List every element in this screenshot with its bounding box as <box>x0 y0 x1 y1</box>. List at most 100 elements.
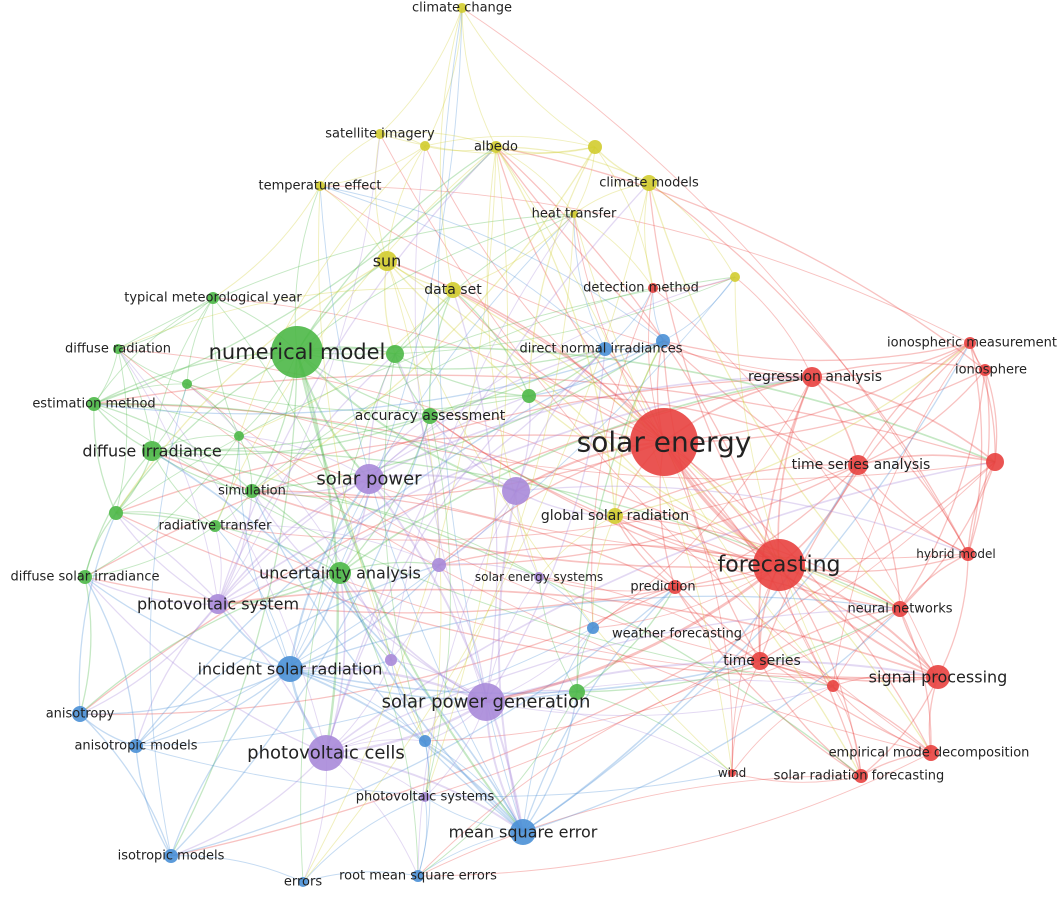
edge-solar-radiation-forecasting-solar-energy <box>663 441 862 777</box>
edge-climate-models-neural-networks <box>648 182 901 610</box>
node-anisotropic-models[interactable] <box>129 739 143 753</box>
node-detection-method[interactable] <box>648 283 658 293</box>
edge-time-series-analysis-purple-unlabeled-2 <box>438 464 859 566</box>
edge-green-unlabeled-4-photovoltaic-system <box>115 512 219 605</box>
node-weather-forecasting[interactable] <box>587 622 599 634</box>
node-regression-analysis[interactable] <box>802 367 822 387</box>
edge-incident-solar-radiation-green-unlabeled-3 <box>238 435 291 670</box>
node-forecasting[interactable] <box>753 539 805 591</box>
node-signal-processing[interactable] <box>926 665 950 689</box>
edge-isotropic-models-errors <box>170 855 304 883</box>
node-errors[interactable] <box>298 877 308 887</box>
node-hybrid-model[interactable] <box>961 547 975 561</box>
node-green-unlabeled-5[interactable] <box>522 389 536 403</box>
label-photovoltaic-system: photovoltaic system <box>137 595 299 614</box>
node-solar-energy-systems[interactable] <box>534 572 544 582</box>
node-isotropic-models[interactable] <box>164 849 178 863</box>
node-climate-change[interactable] <box>457 3 467 13</box>
edge-neural-networks-hybrid-model <box>899 553 969 610</box>
edge-uncertainty-analysis-accuracy-assessment <box>339 415 431 574</box>
node-red-unlabeled-1[interactable] <box>986 453 1004 471</box>
label-weather-forecasting: weather forecasting <box>612 627 742 642</box>
node-blue-unlabeled-2[interactable] <box>419 735 431 747</box>
label-albedo: albedo <box>474 140 518 155</box>
node-numerical-model[interactable] <box>271 326 323 378</box>
node-solar-energy[interactable] <box>630 408 698 476</box>
node-data-set[interactable] <box>445 282 461 298</box>
node-solar-radiation-forecasting[interactable] <box>854 769 868 783</box>
node-diffuse-radiation[interactable] <box>113 344 123 354</box>
edge-estimation-method-red-unlabeled-2 <box>93 403 834 687</box>
node-satellite-imagery[interactable] <box>375 129 385 139</box>
edge-solar-power-yellow-unlabeled-3 <box>368 276 736 480</box>
edge-hybrid-model-green-unlabeled-3 <box>238 435 969 560</box>
node-diffuse-solar-irradiance[interactable] <box>78 570 92 584</box>
edge-blue-unlabeled-1-estimation-method <box>93 340 664 415</box>
node-blue-unlabeled-1[interactable] <box>656 334 670 348</box>
node-yellow-unlabeled-3[interactable] <box>730 272 740 282</box>
node-root-mean-square-errors[interactable] <box>412 870 424 882</box>
node-purple-unlabeled-2[interactable] <box>432 558 446 572</box>
node-heat-transfer[interactable] <box>570 210 578 218</box>
node-climate-models[interactable] <box>641 175 657 191</box>
node-red-unlabeled-2[interactable] <box>827 680 839 692</box>
edge-green-unlabeled-5-green-unlabeled-1 <box>394 353 530 397</box>
edge-solar-radiation-forecasting-red-unlabeled-2 <box>832 685 862 777</box>
label-anisotropic-models: anisotropic models <box>74 739 197 754</box>
edge-photovoltaic-cells-diffuse-radiation <box>117 348 327 754</box>
node-empirical-mode-decomposition[interactable] <box>923 745 939 761</box>
edge-radiative-transfer-time-series-analysis <box>214 464 859 541</box>
node-mean-square-error[interactable] <box>510 819 536 845</box>
node-photovoltaic-system[interactable] <box>208 594 228 614</box>
node-uncertainty-analysis[interactable] <box>329 562 351 584</box>
edge-hybrid-model-red-unlabeled-1 <box>967 461 996 555</box>
node-diffuse-irradiance[interactable] <box>142 441 162 461</box>
node-photovoltaic-systems[interactable] <box>420 792 430 802</box>
node-direct-normal-irradiances[interactable] <box>598 342 612 356</box>
node-solar-power-generation[interactable] <box>467 683 505 721</box>
edge-mean-square-error-ionospheric-measurement <box>522 342 971 833</box>
node-solar-power[interactable] <box>354 464 384 494</box>
node-yellow-unlabeled-1[interactable] <box>588 140 602 154</box>
node-green-unlabeled-2[interactable] <box>182 379 192 389</box>
node-incident-solar-radiation[interactable] <box>277 656 303 682</box>
node-neural-networks[interactable] <box>892 601 908 617</box>
edge-numerical-model-photovoltaic-cells <box>295 351 339 754</box>
edge-direct-normal-irradiances-diffuse-irradiance <box>151 348 606 452</box>
node-purple-unlabeled-1[interactable] <box>502 477 530 505</box>
edge-forecasting-purple-unlabeled-2 <box>438 544 780 566</box>
label-simulation: simulation <box>218 484 286 499</box>
node-simulation[interactable] <box>245 484 259 498</box>
node-ionospheric-measurement[interactable] <box>964 337 976 349</box>
node-prediction[interactable] <box>668 580 682 594</box>
node-typical-meteorological-year[interactable] <box>207 292 219 304</box>
node-global-solar-radiation[interactable] <box>607 508 623 524</box>
node-green-unlabeled-6[interactable] <box>569 684 585 700</box>
node-accuracy-assessment[interactable] <box>422 408 438 424</box>
node-sun[interactable] <box>377 251 397 271</box>
node-yellow-unlabeled-2[interactable] <box>420 141 430 151</box>
node-albedo[interactable] <box>490 141 502 153</box>
node-time-series[interactable] <box>751 652 769 670</box>
node-ionosphere[interactable] <box>979 364 991 376</box>
edge-yellow-unlabeled-3-anisotropic-models <box>135 276 736 747</box>
edge-solar-power-green-unlabeled-3 <box>238 435 370 480</box>
node-green-unlabeled-3[interactable] <box>234 431 244 441</box>
edge-solar-radiation-forecasting-wind <box>731 772 862 783</box>
node-estimation-method[interactable] <box>87 397 101 411</box>
node-radiative-transfer[interactable] <box>209 520 221 532</box>
node-green-unlabeled-1[interactable] <box>386 345 404 363</box>
node-photovoltaic-cells[interactable] <box>308 735 344 771</box>
node-time-series-analysis[interactable] <box>848 455 868 475</box>
node-anisotropy[interactable] <box>72 706 88 722</box>
node-purple-unlabeled-3[interactable] <box>385 654 397 666</box>
node-temperature-effect[interactable] <box>315 181 325 191</box>
edge-diffuse-solar-irradiance-photovoltaic-system <box>84 576 219 605</box>
node-green-unlabeled-4[interactable] <box>109 506 123 520</box>
label-mean-square-error: mean square error <box>449 823 598 842</box>
edge-red-unlabeled-1-photovoltaic-cells <box>325 461 996 754</box>
label-anisotropy: anisotropy <box>46 707 115 722</box>
node-wind[interactable] <box>728 769 736 777</box>
edge-estimation-method-green-unlabeled-3 <box>93 403 240 437</box>
edge-mean-square-error-blue-unlabeled-2 <box>424 740 524 833</box>
